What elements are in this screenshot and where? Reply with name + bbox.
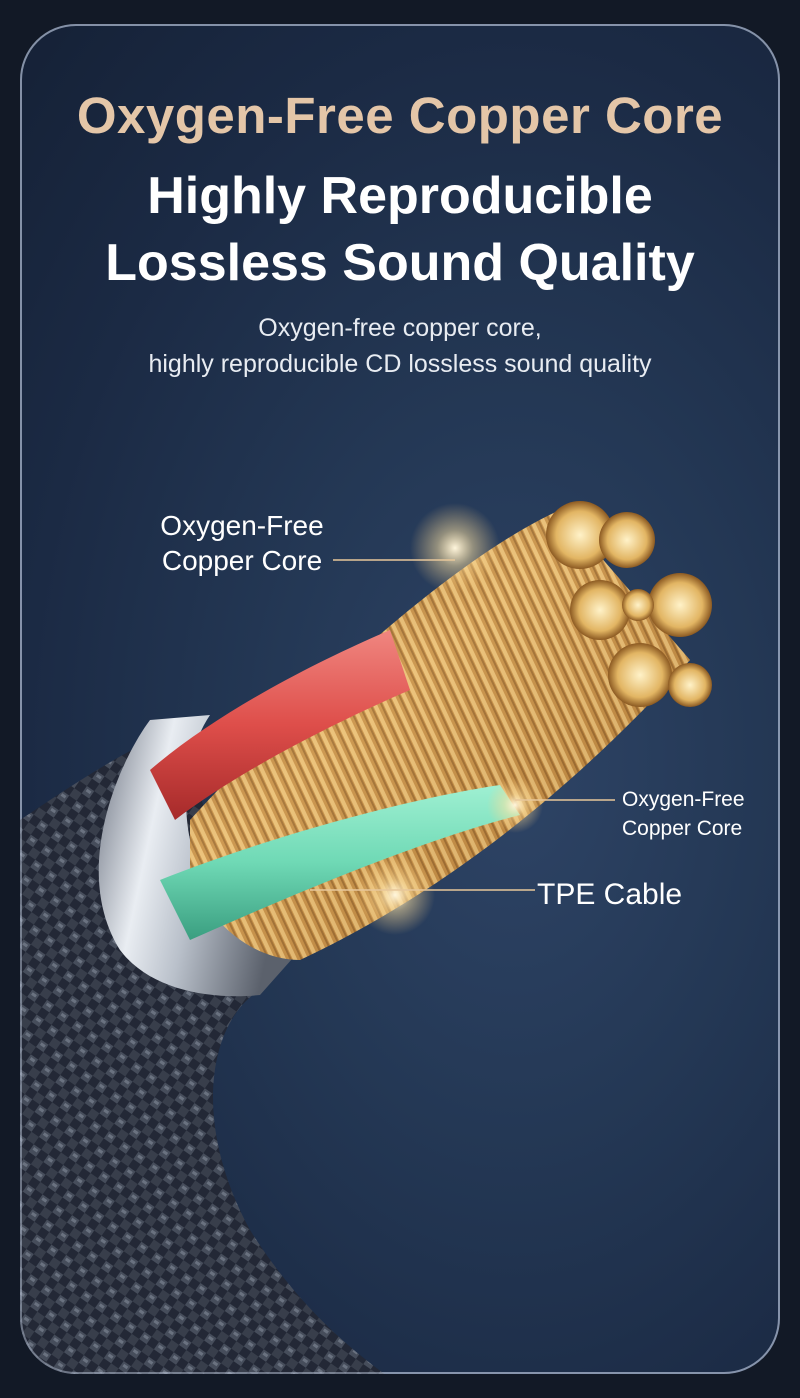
subtitle-line-2: highly reproducible CD lossless sound qu… — [148, 350, 652, 378]
callout-copper-core-top-line-1: Oxygen-Free — [160, 510, 324, 541]
callout-copper-core-right-line-2: Copper Core — [622, 817, 743, 841]
strand-ends — [546, 501, 712, 707]
callout-copper-core-right: Oxygen-Free Copper Core — [622, 785, 745, 844]
callout-copper-core-top: Oxygen-Free Copper Core — [152, 508, 332, 578]
callout-tpe-cable: TPE Cable — [537, 878, 683, 911]
headline-line-1: Highly Reproducible — [147, 167, 653, 225]
subtitle-line-1: Oxygen-free copper core, — [258, 314, 542, 342]
headline-line-2: Lossless Sound Quality — [105, 234, 695, 292]
red-insulation — [150, 630, 410, 820]
green-insulation — [160, 785, 520, 940]
eyebrow-title: Oxygen-Free Copper Core — [76, 87, 724, 144]
highlight-glow — [410, 503, 500, 593]
callout-copper-core-top-line-2: Copper Core — [161, 545, 323, 576]
metal-ferrule — [98, 715, 300, 997]
callout-copper-core-right-line-1: Oxygen-Free — [622, 788, 745, 811]
